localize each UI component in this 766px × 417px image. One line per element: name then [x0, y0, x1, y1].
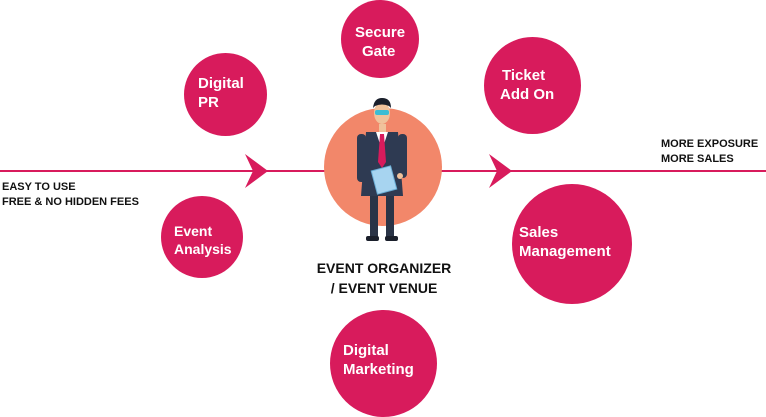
bubble-line: Digital	[343, 342, 389, 359]
chevron-right-icon	[489, 154, 512, 188]
right-caption-line: MORE EXPOSURE	[661, 138, 759, 150]
bubble-line: Secure	[355, 24, 406, 41]
bubble-ticket-add-on: Ticket Add On	[484, 37, 581, 134]
left-caption-line: EASY TO USE	[2, 181, 76, 193]
bubble-line: Gate	[362, 42, 396, 60]
bubble-line: Ticket	[502, 67, 546, 84]
flow-line-right	[440, 170, 766, 172]
bubble-line: Management	[519, 242, 611, 260]
bubble-event-analysis: Event Analysis	[161, 196, 243, 278]
bubble-line: Marketing	[343, 360, 414, 378]
bubble-line: Analysis	[174, 240, 232, 257]
bubble-line: Digital	[198, 75, 244, 92]
bubble-secure-gate: Secure Gate	[341, 0, 419, 78]
center-label: EVENT ORGANIZER / EVENT VENUE	[296, 258, 472, 299]
right-caption-line: MORE SALES	[661, 152, 734, 165]
bubble-digital-marketing: Digital Marketing	[330, 310, 437, 417]
bubble-line: Event	[174, 223, 213, 239]
bubble-line: PR	[198, 93, 219, 111]
bubble-line: Sales	[519, 224, 559, 241]
left-caption-line: FREE & NO HIDDEN FEES	[2, 195, 139, 208]
center-label-line: / EVENT VENUE	[330, 280, 438, 297]
chevron-right-icon	[245, 154, 268, 188]
businessman-icon	[357, 98, 407, 241]
bubble-sales-management: Sales Management	[512, 184, 632, 304]
left-caption: EASY TO USE FREE & NO HIDDEN FEES	[2, 180, 139, 209]
bubble-line: Add On	[500, 85, 555, 103]
flow-line-left	[0, 170, 326, 172]
bubble-digital-pr: Digital PR	[184, 53, 267, 136]
center-label-line: EVENT ORGANIZER	[316, 260, 452, 276]
right-caption: MORE EXPOSURE MORE SALES	[661, 137, 758, 166]
